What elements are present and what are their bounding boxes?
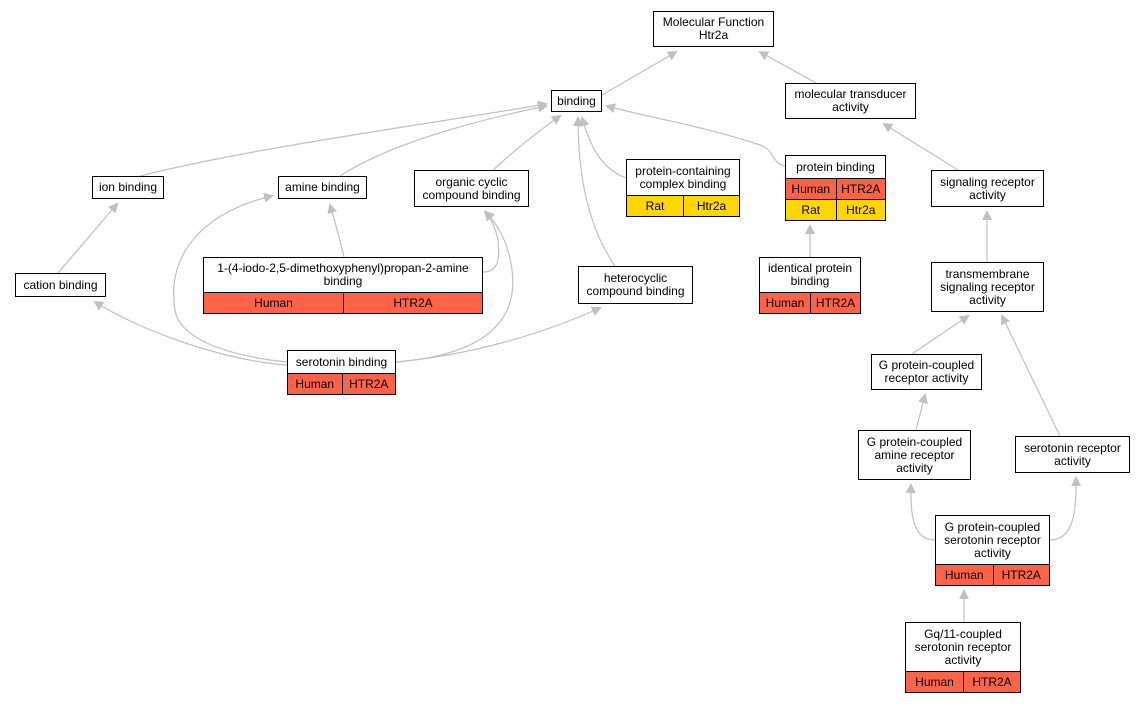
gene-cell[interactable]: HTR2A bbox=[343, 293, 482, 313]
edge-ion-to-binding bbox=[139, 100, 548, 177]
go-term-cation[interactable]: cation binding bbox=[15, 273, 106, 297]
go-term-label: serotonin receptor activity bbox=[1024, 440, 1121, 468]
go-term-label: G protein-coupled receptor activity bbox=[878, 358, 975, 385]
go-term-label: cation binding bbox=[23, 277, 98, 292]
edge-gpcamine-to-gpcr bbox=[915, 393, 928, 431]
go-term-label: serotonin binding bbox=[295, 354, 388, 369]
annotation-row-human: Human HTR2A bbox=[204, 292, 482, 313]
edge-cation-to-ion bbox=[57, 202, 119, 274]
annotation-row-human: Human HTR2A bbox=[288, 373, 395, 394]
annotation-row-rat: Rat Htr2a bbox=[627, 195, 739, 216]
annotation-row-human: Human HTR2A bbox=[786, 178, 885, 199]
annotation-row-human: Human HTR2A bbox=[906, 671, 1020, 692]
edge-pcc-to-binding bbox=[579, 116, 627, 179]
go-term-label: G protein-coupled serotonin receptor act… bbox=[944, 519, 1041, 560]
edge-gpcr-to-tsra bbox=[911, 314, 970, 355]
go-term-mf[interactable]: Molecular Function Htr2a bbox=[653, 11, 774, 47]
gene-cell[interactable]: Htr2a bbox=[683, 196, 739, 216]
species-cell[interactable]: Human bbox=[295, 377, 335, 391]
go-term-sra[interactable]: signaling receptor activity bbox=[931, 170, 1044, 207]
go-term-label: Molecular Function Htr2a bbox=[662, 15, 765, 42]
species-cell[interactable]: Rat bbox=[645, 199, 665, 213]
edge-serbind-to-amine bbox=[173, 192, 288, 363]
edge-pb-to-binding bbox=[605, 103, 786, 167]
edge-serbind-to-hetero bbox=[395, 306, 602, 363]
go-term-label: organic cyclic compound binding bbox=[422, 174, 521, 202]
edge-gpcser-to-serrec bbox=[1049, 476, 1082, 541]
go-term-gpcamine[interactable]: G protein-coupled amine receptor activit… bbox=[858, 430, 971, 480]
go-term-label: 1-(4-iodo-2,5-dimethoxyphenyl)propan-2-a… bbox=[217, 261, 469, 288]
go-term-label: identical protein binding bbox=[767, 261, 853, 288]
species-cell[interactable]: Human bbox=[944, 568, 984, 582]
species-cell[interactable]: Rat bbox=[801, 203, 821, 217]
annotation-row-human: Human HTR2A bbox=[760, 292, 860, 313]
go-term-amine[interactable]: amine binding bbox=[278, 176, 367, 199]
edge-doi-to-amine bbox=[327, 203, 345, 258]
gene-cell[interactable]: HTR2A bbox=[341, 374, 396, 394]
species-cell[interactable]: Human bbox=[254, 296, 293, 310]
go-term-tsra[interactable]: transmembrane signaling receptor activit… bbox=[931, 262, 1044, 312]
annotation-row-human: Human HTR2A bbox=[936, 564, 1049, 585]
edge-occ-to-binding bbox=[492, 114, 562, 171]
go-term-binding[interactable]: binding bbox=[551, 90, 602, 112]
species-cell[interactable]: Human bbox=[915, 675, 954, 689]
edge-gpcser-to-gpcamine bbox=[905, 483, 936, 541]
edge-amine-to-binding bbox=[339, 102, 548, 177]
go-term-label: transmembrane signaling receptor activit… bbox=[940, 266, 1035, 307]
edge-serrec-to-tsra bbox=[1000, 314, 1061, 437]
edge-doi-to-occ bbox=[482, 210, 500, 273]
edge-mta-to-mf bbox=[758, 51, 817, 84]
go-term-gpcr[interactable]: G protein-coupled receptor activity bbox=[871, 354, 982, 390]
go-term-hetero[interactable]: heterocyclic compound binding bbox=[578, 266, 693, 304]
gene-cell[interactable]: HTR2A bbox=[963, 672, 1020, 692]
gene-cell[interactable]: Htr2a bbox=[835, 200, 886, 220]
go-term-mta[interactable]: molecular transducer activity bbox=[785, 83, 916, 119]
edge-serbind-to-cation bbox=[93, 300, 288, 366]
go-term-label: binding bbox=[557, 93, 596, 108]
go-term-ion[interactable]: ion binding bbox=[92, 176, 164, 199]
go-term-serrec[interactable]: serotonin receptor activity bbox=[1015, 436, 1130, 473]
go-term-label: heterocyclic compound binding bbox=[586, 271, 685, 298]
edge-sra-to-mta bbox=[882, 122, 959, 171]
go-term-gq11[interactable]: Gq/11-coupled serotonin receptor activit… bbox=[905, 622, 1021, 693]
species-cell[interactable]: Human bbox=[791, 182, 831, 196]
go-term-label: Gq/11-coupled serotonin receptor activit… bbox=[914, 626, 1012, 667]
go-term-label: molecular transducer activity bbox=[794, 87, 907, 114]
go-term-doi[interactable]: 1-(4-iodo-2,5-dimethoxyphenyl)propan-2-a… bbox=[203, 257, 483, 314]
edge-binding-to-mf bbox=[601, 50, 678, 96]
annotation-row-rat: Rat Htr2a bbox=[786, 199, 885, 220]
edge-serbind-to-occ bbox=[395, 210, 514, 363]
edge-hetero-to-binding bbox=[573, 116, 616, 267]
go-term-occ[interactable]: organic cyclic compound binding bbox=[414, 170, 529, 207]
gene-cell[interactable]: HTR2A bbox=[810, 293, 860, 313]
gene-cell[interactable]: HTR2A bbox=[835, 179, 886, 199]
go-term-label: amine binding bbox=[285, 180, 360, 194]
go-term-gpcser[interactable]: G protein-coupled serotonin receptor act… bbox=[935, 515, 1050, 586]
gene-cell[interactable]: HTR2A bbox=[992, 565, 1050, 585]
go-term-label: protein binding bbox=[796, 159, 875, 174]
go-term-label: signaling receptor activity bbox=[940, 174, 1035, 202]
go-term-label: ion binding bbox=[98, 180, 158, 194]
species-cell[interactable]: Human bbox=[765, 296, 805, 310]
go-term-label: protein-containing complex binding bbox=[635, 163, 731, 191]
go-term-label: G protein-coupled amine receptor activit… bbox=[866, 434, 963, 475]
